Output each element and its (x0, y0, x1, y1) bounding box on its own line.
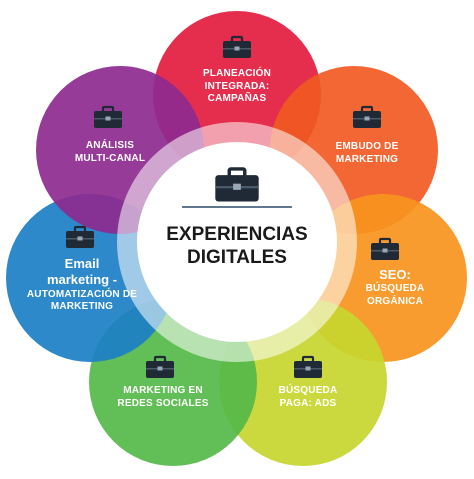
petal-embudo-label: EMBUDO DE MARKETING (322, 141, 412, 166)
petal-planeacion-line-1: PLANEACIÓN (202, 68, 272, 79)
petal-email-heading: Email (64, 256, 100, 271)
petal-email-heading-2: marketing - (46, 272, 118, 288)
petal-email-label: Email marketing - AUTOMATIZACIÓN DE MARK… (22, 256, 142, 314)
petal-analisis-line-1: ANÁLISIS (85, 140, 135, 151)
petal-redes-sociales-briefcase-icon (146, 355, 174, 378)
petal-busqueda-paga-line-1: BÚSQUEDA (278, 385, 338, 396)
petal-seo-heading: SEO: (379, 267, 411, 282)
petal-seo-briefcase-icon (371, 237, 399, 260)
petal-analisis-label: ANÁLISIS MULTI-CANAL (60, 140, 160, 165)
petal-planeacion-briefcase-icon (223, 35, 251, 58)
petal-redes-sociales-line-1: MARKETING EN (123, 385, 203, 396)
petal-redes-sociales-label: MARKETING EN REDES SOCIALES (108, 385, 218, 410)
center-title: EXPERIENCIAS DIGITALES (137, 224, 337, 270)
center-title-line-2: DIGITALES (187, 246, 287, 268)
petal-busqueda-paga-briefcase-icon (294, 355, 322, 378)
petal-analisis-briefcase-icon (94, 105, 122, 128)
petal-email-line-2: MARKETING (50, 301, 114, 312)
petal-embudo-briefcase-icon (353, 105, 381, 128)
petal-seo-label: SEO: BÚSQUEDA ORGÁNICA (350, 267, 440, 308)
petal-busqueda-paga-line-2: PAGA: ADS (279, 397, 337, 409)
petal-planeacion-line-3: CAMPAÑAS (207, 93, 267, 104)
petal-seo-line-2: ORGÁNICA (366, 295, 424, 307)
center-briefcase-icon (215, 167, 259, 202)
center-disc (137, 142, 337, 342)
petal-planeacion-label: PLANEACIÓN INTEGRADA: CAMPAÑAS (187, 68, 287, 106)
petal-seo-line-1: BÚSQUEDA (365, 283, 425, 295)
icon-layer (66, 35, 399, 378)
petal-planeacion-line-2: INTEGRADA: (204, 80, 270, 92)
petal-busqueda-paga-label: BÚSQUEDA PAGA: ADS (263, 385, 353, 410)
petal-analisis-line-2: MULTI-CANAL (74, 152, 146, 164)
petal-email-briefcase-icon (66, 225, 94, 248)
petal-embudo-line-1: EMBUDO DE (335, 141, 399, 152)
petal-redes-sociales-line-2: REDES SOCIALES (117, 397, 209, 409)
petal-embudo-line-2: MARKETING (335, 153, 399, 165)
petal-email-line-1: AUTOMATIZACIÓN DE (26, 288, 138, 300)
center-title-line-1: EXPERIENCIAS (166, 224, 308, 245)
